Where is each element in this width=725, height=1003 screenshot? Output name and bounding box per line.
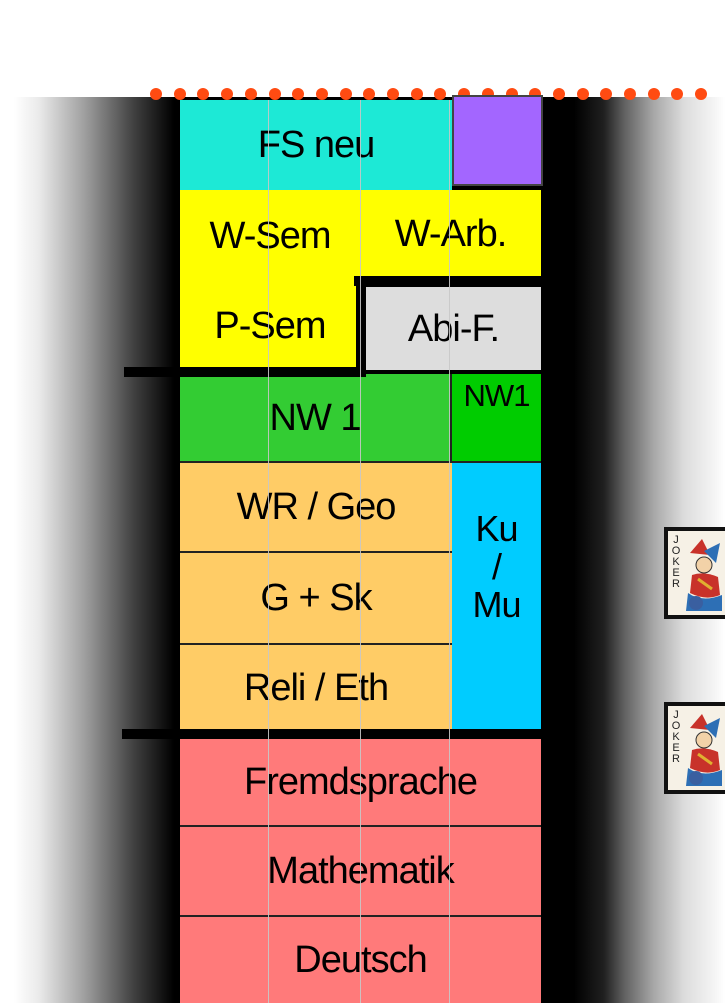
block-reli-eth-label: Reli / Eth xyxy=(243,667,389,709)
block-ku-label: Ku xyxy=(475,508,518,549)
dot xyxy=(339,88,352,100)
joker-letter: E xyxy=(672,567,680,579)
block-w-arb-label: W-Arb. xyxy=(394,213,508,255)
block-abi-f: Abi-F. xyxy=(366,287,541,370)
separator-line xyxy=(180,551,452,553)
block-abi-f-label: Abi-F. xyxy=(407,307,500,350)
dot xyxy=(647,88,660,100)
joker-letters: J O K E R xyxy=(671,710,681,765)
dot xyxy=(292,88,305,100)
block-mathematik-label: Mathematik xyxy=(267,850,454,892)
dot xyxy=(576,88,589,100)
block-wr-geo-label: WR / Geo xyxy=(236,486,397,528)
block-g-sk-label: G + Sk xyxy=(260,577,372,619)
dot xyxy=(387,88,399,100)
block-ku-mu: Ku / Mu xyxy=(452,462,541,732)
joker-letter: E xyxy=(672,742,680,754)
block-nw1-small: NW1 xyxy=(450,374,541,462)
joker-letter: J xyxy=(673,534,679,546)
joker-letter: J xyxy=(673,709,679,721)
block-w-arb: W-Arb. xyxy=(360,190,541,278)
grid-line xyxy=(360,100,361,1003)
joker-figure-icon xyxy=(686,539,722,611)
joker-card: J O K E R xyxy=(664,702,725,794)
joker-letter: K xyxy=(672,556,680,568)
joker-figure-icon xyxy=(686,714,722,786)
joker-letter: K xyxy=(672,731,680,743)
block-w-sem-label: W-Sem xyxy=(209,215,332,257)
block-w-sem: W-Sem xyxy=(180,190,360,282)
abi-border-top xyxy=(354,276,541,286)
block-g-sk: G + Sk xyxy=(180,552,452,644)
dot xyxy=(600,88,613,100)
abi-border-left xyxy=(356,276,366,372)
block-nw1-label: NW 1 xyxy=(269,397,362,439)
block-slash-label: / xyxy=(491,546,502,587)
block-fs-neu-label: FS neu xyxy=(257,124,376,166)
dot xyxy=(363,88,376,100)
block-fs-neu: FS neu xyxy=(180,100,452,190)
joker-card: J O K E R xyxy=(664,527,725,619)
dot xyxy=(315,88,328,100)
block-purple xyxy=(452,95,543,186)
dot xyxy=(221,88,234,100)
dot xyxy=(173,88,186,100)
grid-line xyxy=(268,100,269,1003)
block-wr-geo: WR / Geo xyxy=(180,462,452,552)
block-reli-eth: Reli / Eth xyxy=(180,644,452,732)
dot xyxy=(268,88,281,100)
block-nw1-small-label: NW1 xyxy=(463,378,531,413)
grid-line xyxy=(449,100,450,1003)
dot xyxy=(671,88,684,100)
block-mu-label: Mu xyxy=(472,584,521,625)
joker-letter: R xyxy=(672,578,680,590)
dot xyxy=(410,88,423,100)
separator-line xyxy=(180,643,452,645)
dot xyxy=(695,88,708,100)
joker-letters: J O K E R xyxy=(671,535,681,590)
dot xyxy=(434,88,447,100)
dot xyxy=(244,88,257,100)
block-p-sem-label: P-Sem xyxy=(214,305,326,347)
section-divider xyxy=(122,729,542,739)
joker-letter: O xyxy=(671,720,681,732)
block-p-sem: P-Sem xyxy=(180,282,360,370)
dot xyxy=(197,88,210,100)
dot xyxy=(150,88,162,100)
dot xyxy=(624,88,636,100)
block-nw1: NW 1 xyxy=(180,374,450,462)
dotted-line xyxy=(150,88,725,100)
joker-letter: R xyxy=(672,753,680,765)
dot xyxy=(552,88,565,100)
block-deutsch-label: Deutsch xyxy=(294,938,427,981)
section-divider xyxy=(124,367,366,377)
joker-letter: O xyxy=(671,545,681,557)
